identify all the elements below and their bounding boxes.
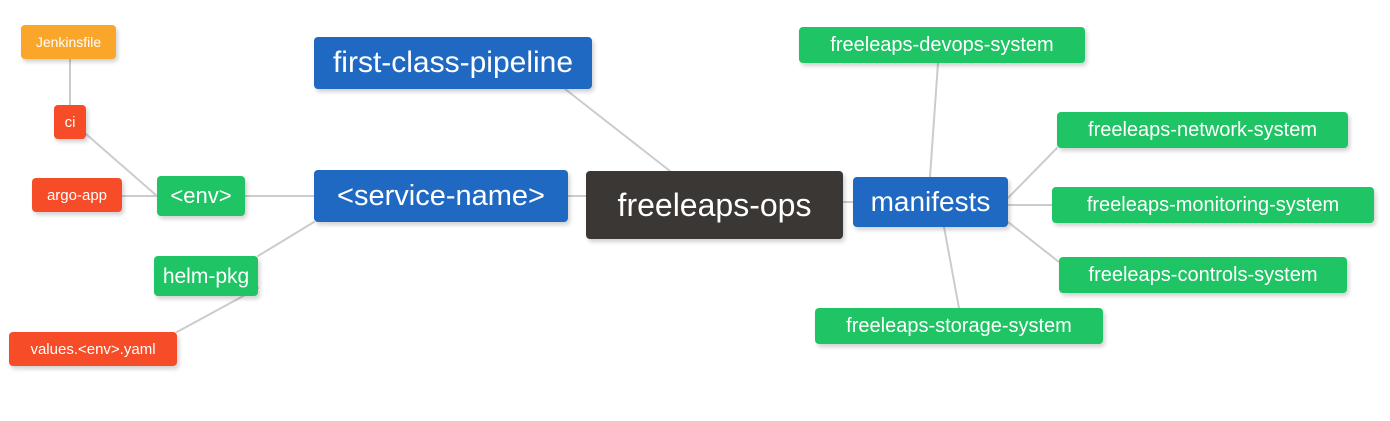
edge-manifests-to-freeleaps-devops-system [929,62,939,178]
node-freeleaps-ops[interactable]: freeleaps-ops [586,171,843,239]
node-freeleaps-network-system[interactable]: freeleaps-network-system [1057,112,1348,148]
edge-manifests-to-freeleaps-network-system [1007,147,1058,199]
edge-helm-pkg-to-service-name [257,221,315,257]
node-manifests[interactable]: manifests [853,177,1008,227]
node-label-freeleaps-storage-system: freeleaps-storage-system [846,315,1072,337]
node-label-values-env-yaml: values.<env>.yaml [30,340,156,358]
node-label-freeleaps-monitoring-system: freeleaps-monitoring-system [1086,194,1340,216]
node-label-jenkinsfile: Jenkinsfile [35,34,102,50]
node-freeleaps-devops-system[interactable]: freeleaps-devops-system [799,27,1085,63]
node-label-freeleaps-devops-system: freeleaps-devops-system [830,34,1054,56]
node-freeleaps-storage-system[interactable]: freeleaps-storage-system [815,308,1103,344]
node-label-freeleaps-controls-system: freeleaps-controls-system [1088,264,1318,286]
node-first-class-pipeline[interactable]: first-class-pipeline [314,37,592,89]
node-label-freeleaps-ops: freeleaps-ops [617,187,812,223]
node-label-service-name: <service-name> [337,179,545,212]
node-freeleaps-controls-system[interactable]: freeleaps-controls-system [1059,257,1347,293]
node-label-argo-app: argo-app [46,186,108,204]
node-freeleaps-monitoring-system[interactable]: freeleaps-monitoring-system [1052,187,1374,223]
node-env[interactable]: <env> [157,176,245,216]
node-label-helm-pkg: helm-pkg [162,264,250,288]
node-label-ci: ci [64,113,76,131]
node-values-env-yaml[interactable]: values.<env>.yaml [9,332,177,366]
node-jenkinsfile[interactable]: Jenkinsfile [21,25,116,59]
node-service-name[interactable]: <service-name> [314,170,568,222]
edge-manifests-to-freeleaps-controls-system [1007,221,1060,263]
edge-first-class-pipeline-to-freeleaps-ops [564,88,671,172]
node-argo-app[interactable]: argo-app [32,178,122,212]
node-label-env: <env> [170,183,232,208]
node-label-manifests: manifests [870,186,991,217]
edge-manifests-to-freeleaps-storage-system [943,226,960,309]
node-label-freeleaps-network-system: freeleaps-network-system [1088,119,1317,141]
node-helm-pkg[interactable]: helm-pkg [154,256,258,296]
node-ci[interactable]: ci [54,105,86,139]
node-label-first-class-pipeline: first-class-pipeline [332,46,574,79]
